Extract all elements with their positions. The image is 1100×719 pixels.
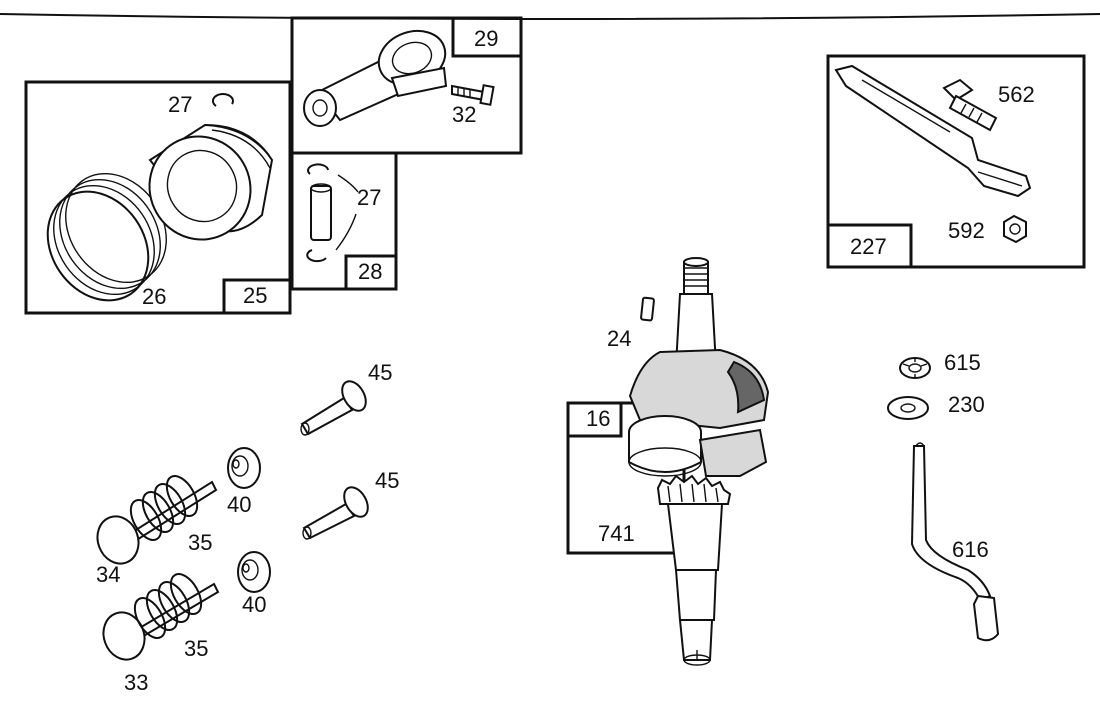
connecting-rod-group bbox=[290, 16, 523, 155]
box-29-frame bbox=[290, 16, 523, 155]
part-741-label: 741 bbox=[598, 521, 635, 546]
box-16-label: 16 bbox=[586, 406, 610, 431]
part-230-label: 230 bbox=[948, 392, 985, 417]
part-24-label: 24 bbox=[607, 326, 631, 351]
bolt-562-drawing bbox=[942, 78, 998, 132]
valve-34-spring-35-drawing bbox=[96, 475, 218, 565]
part-40-lower-label: 40 bbox=[242, 592, 266, 617]
piston-rings-drawing bbox=[46, 172, 167, 302]
part-45-lower-label: 45 bbox=[375, 468, 399, 493]
part-33-label: 33 bbox=[124, 670, 148, 695]
part-34-label: 34 bbox=[96, 562, 120, 587]
valve-33-spring-35-drawing bbox=[102, 573, 220, 661]
governor-shaft-616-drawing bbox=[910, 442, 1000, 642]
box-25-frame bbox=[24, 80, 292, 315]
part-26-label: 26 bbox=[142, 284, 166, 309]
piston-assembly-group bbox=[24, 80, 292, 315]
box-28-frame bbox=[290, 151, 398, 291]
box-28-tag bbox=[344, 254, 398, 291]
leader-27-upper bbox=[337, 174, 359, 193]
valve-45-lower-drawing bbox=[302, 486, 369, 540]
part-562-label: 562 bbox=[998, 82, 1035, 107]
box-227-tag bbox=[826, 223, 913, 269]
box-227-frame bbox=[826, 54, 1086, 269]
part-592-label: 592 bbox=[948, 218, 985, 243]
part-32-label: 32 bbox=[452, 102, 476, 127]
nut-592-drawing bbox=[1003, 214, 1027, 244]
bolt-32-drawing bbox=[451, 84, 495, 106]
box-16-frame bbox=[566, 401, 686, 555]
part-27-pin-label: 27 bbox=[357, 185, 381, 210]
part-40-upper-label: 40 bbox=[227, 492, 251, 517]
box-25-label: 25 bbox=[243, 283, 267, 308]
box-25-tag bbox=[222, 278, 292, 315]
circlip-27-upper-drawing bbox=[307, 163, 329, 175]
box-28-label: 28 bbox=[358, 259, 382, 284]
circlip-27-lower-drawing bbox=[306, 249, 327, 263]
box-227-label: 227 bbox=[850, 234, 887, 259]
part-616-label: 616 bbox=[952, 537, 989, 562]
valve-45-upper-drawing bbox=[300, 380, 367, 436]
part-27-label: 27 bbox=[168, 92, 192, 117]
retainer-40-upper-drawing bbox=[227, 447, 261, 489]
key-24-drawing bbox=[640, 296, 655, 322]
part-35-upper-label: 35 bbox=[188, 530, 212, 555]
piston-drawing bbox=[148, 123, 274, 241]
box-29-label: 29 bbox=[474, 26, 498, 51]
washer-230-drawing bbox=[887, 396, 929, 420]
retainer-40-lower-drawing bbox=[237, 551, 271, 593]
governor-gear-615-drawing bbox=[899, 357, 931, 379]
circlip-27-top-drawing bbox=[211, 92, 234, 107]
box-16-tag bbox=[566, 401, 623, 438]
wrist-pin-drawing bbox=[310, 185, 332, 241]
box-29-tag bbox=[451, 16, 523, 58]
part-615-label: 615 bbox=[944, 350, 981, 375]
crankshaft-group bbox=[566, 257, 770, 666]
crankshaft-drawing bbox=[628, 257, 770, 666]
governor-lever-group bbox=[826, 54, 1086, 269]
part-45-upper-label: 45 bbox=[368, 360, 392, 385]
page-top-edge bbox=[0, 13, 1100, 20]
leader-27-lower bbox=[335, 213, 357, 251]
part-35-lower-label: 35 bbox=[184, 636, 208, 661]
connecting-rod-drawing bbox=[303, 29, 448, 127]
wrist-pin-group bbox=[290, 151, 398, 291]
lever-plate-drawing bbox=[834, 64, 1032, 198]
